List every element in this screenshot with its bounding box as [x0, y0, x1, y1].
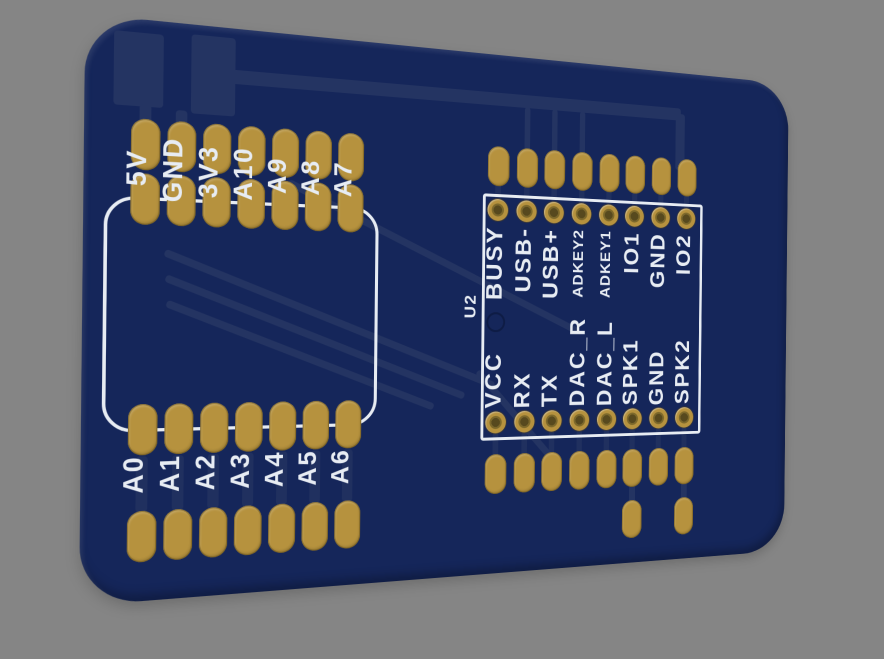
through-hole-pad: [677, 208, 696, 230]
copper-trace: [231, 69, 681, 121]
solder-pad: [163, 403, 193, 455]
solder-pad: [568, 450, 590, 491]
pin-label: A2: [190, 452, 222, 492]
solder-pad: [651, 156, 671, 196]
through-hole-pad: [625, 205, 644, 228]
solder-pad: [333, 499, 360, 550]
solder-pad: [621, 499, 642, 539]
pin-label: A0: [117, 454, 151, 495]
through-hole-pad: [651, 206, 670, 229]
solder-pad: [162, 508, 192, 561]
pin-label: A10: [228, 145, 259, 202]
pin-label: USB-: [510, 226, 537, 293]
silkscreen-module-outline: [101, 195, 379, 433]
pin-label: GND: [157, 135, 190, 203]
solder-pad: [624, 155, 645, 195]
through-hole-pad: [571, 202, 592, 225]
pin-label: RX: [509, 371, 536, 409]
pin-label: A6: [326, 447, 355, 486]
copper-trace: [579, 111, 586, 155]
pin-label: A4: [259, 449, 290, 489]
solder-pad: [595, 449, 617, 489]
pin-label: A8: [296, 157, 326, 197]
through-hole-pad: [487, 198, 509, 222]
solder-pad: [513, 452, 535, 493]
pin-label: SPK1: [618, 338, 643, 406]
pin-label: USB+: [538, 227, 564, 300]
pin1-indicator-circle: [486, 312, 506, 333]
copper-trace: [113, 30, 164, 108]
solder-pad: [540, 451, 562, 492]
solder-pad: [233, 504, 262, 557]
pin-label: 3V3: [193, 143, 225, 199]
pin-label: 5V: [120, 147, 154, 187]
copper-trace: [524, 106, 531, 151]
solder-pad: [127, 403, 158, 456]
copper-trace: [551, 109, 558, 153]
solder-pad: [484, 453, 507, 495]
copper-trace: [190, 34, 236, 117]
solder-pad: [516, 147, 538, 189]
pin-label: ADKEY2: [570, 228, 587, 298]
pin-label: A3: [225, 451, 256, 490]
solder-pad: [621, 448, 642, 488]
solder-pad: [268, 401, 296, 452]
pin-label: DAC_R: [565, 317, 591, 408]
solder-pad: [571, 151, 593, 192]
solder-pad: [598, 153, 620, 193]
pin-label: IO2: [672, 233, 696, 276]
refdes-label: U2: [461, 293, 480, 319]
pin-label: A9: [262, 155, 293, 195]
pin-label: DAC_L: [592, 320, 618, 407]
solder-pad: [300, 501, 328, 552]
through-hole-pad: [543, 201, 564, 224]
solder-pad: [234, 401, 263, 453]
solder-pad: [199, 402, 229, 454]
solder-pad: [198, 506, 227, 559]
solder-pad: [267, 503, 295, 554]
solder-pad: [125, 510, 157, 564]
solder-pad: [301, 400, 329, 450]
through-hole-pad: [599, 204, 619, 227]
pin-label: ADKEY1: [598, 230, 614, 299]
solder-pad: [674, 446, 694, 485]
pin-label: A7: [329, 159, 358, 198]
solder-pad: [487, 145, 510, 187]
solder-pad: [677, 158, 697, 197]
through-hole-pad: [516, 199, 537, 223]
pin-label: BUSY: [481, 225, 508, 301]
solder-pad: [648, 447, 668, 487]
pin-label: GND: [646, 231, 670, 289]
pin-label: A1: [154, 453, 187, 493]
solder-pad: [543, 149, 565, 190]
pin-label: A5: [293, 448, 323, 487]
pin-label: IO1: [620, 230, 644, 274]
pin-label: SPK2: [671, 338, 695, 405]
pin-label: GND: [645, 349, 669, 406]
solder-pad: [334, 400, 361, 449]
pin-label: VCC: [480, 352, 507, 409]
pin-label: TX: [537, 373, 563, 408]
solder-pad: [673, 496, 693, 536]
